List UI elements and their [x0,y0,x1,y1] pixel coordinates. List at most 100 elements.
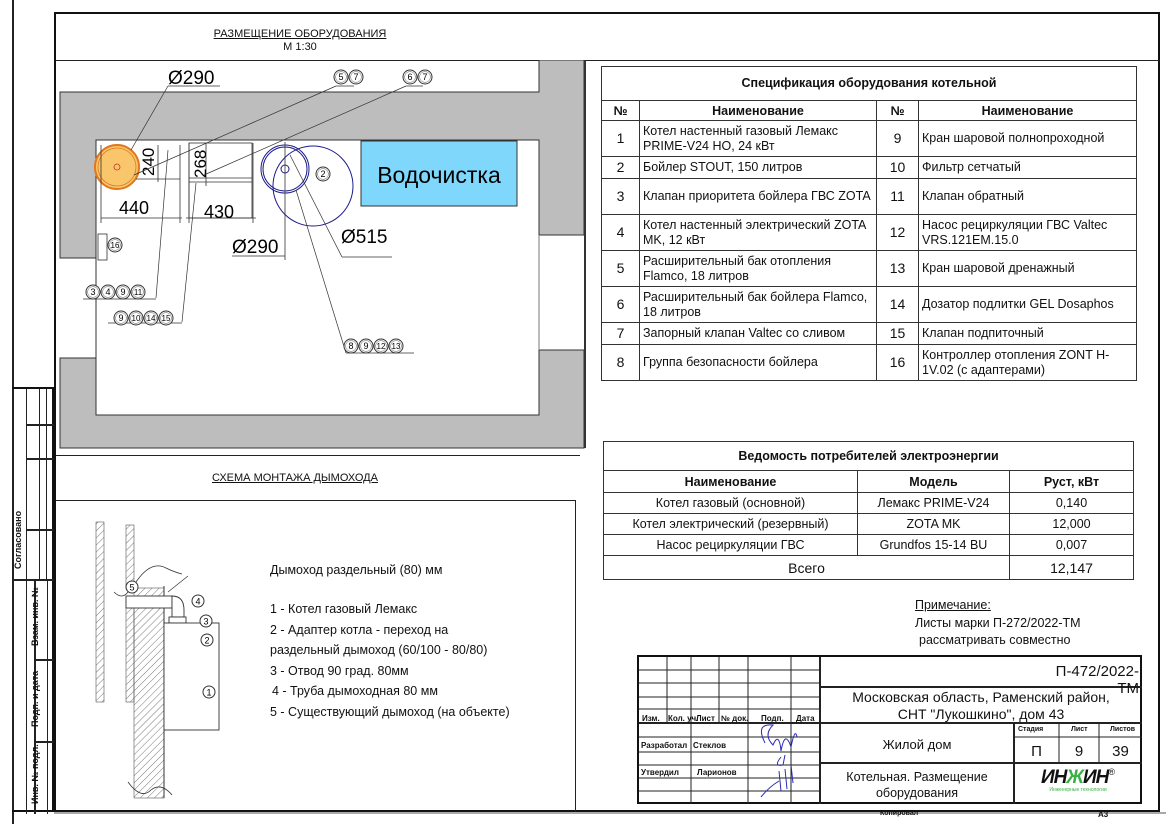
item-name: Котел настенный электрический ZOTA MK, 1… [639,214,877,251]
electric-header: Модель [857,470,1010,493]
item-name: Клапан обратный [918,178,1137,215]
callout-circle [388,338,404,354]
chimney-marker [191,594,205,608]
chimney-marker [202,685,216,699]
chimney-marker-number: 5 [129,583,134,593]
sheets-value: 39 [1112,743,1129,760]
callout-number: 13 [392,342,401,351]
consumer-model: Grundfos 15-14 BU [857,534,1010,556]
equipment-spec-table: Спецификация оборудования котельной № На… [601,66,1137,381]
callout-circle [333,69,349,85]
callout-number: 16 [111,241,120,250]
item-number: 6 [601,286,640,323]
dimension-lines [100,142,256,223]
callout-circle [143,310,159,326]
floor-plan: Водочистка 440 430 240 268 [59,60,586,449]
item-name: Контроллер отопления ZONT H-1V.02 (с ада… [918,344,1137,381]
chimney-marker-number: 2 [204,636,209,646]
side-inv-orig: Инв. № подл. [30,744,40,804]
plan-bottom-divider [56,455,580,456]
item-number: 14 [876,286,919,323]
consumer-name: Котел газовый (основной) [603,492,858,514]
callout-number: 8 [348,341,353,351]
callout-circle [358,338,374,354]
col-label: № док. [721,714,749,723]
chimney-heading: Дымоход раздельный (80) мм [270,563,443,577]
drawing-frame [54,12,1160,812]
item-number: 1 [601,120,640,157]
item-name: Кран шаровой полнопроходной [918,120,1137,157]
item-number: 2 [601,156,640,179]
item-number: 16 [876,344,919,381]
consumer-power: 0,140 [1009,492,1134,514]
item-name: Насос рециркуляции ГВС Valtec VRS.121EM.… [918,214,1137,251]
note-line-2: рассматривать совместно [919,633,1071,647]
callout-number: 9 [363,341,368,351]
callout-circle [158,310,174,326]
table-row: Насос рециркуляции ГВС Grundfos 15-14 BU… [603,534,1134,556]
title-block-grid [639,657,1142,804]
total-row: Всего 12,147 [603,555,1134,580]
callout-circle [343,338,359,354]
item-name: Клапан подпиточный [918,322,1137,345]
callout-circle [315,166,331,182]
total-value: 12,147 [1009,555,1134,580]
spec-header: Наименование [918,100,1137,121]
side-agreed: Согласовано [13,510,23,569]
developed-label: Разработал [641,741,688,750]
electric-header: Руст, кВт [1009,470,1134,493]
dim-430: 430 [204,202,234,222]
callout-number: 11 [134,288,143,297]
callout-number: 15 [162,314,171,323]
callout-number: 7 [353,72,358,82]
callout-number: 6 [407,72,412,82]
callout-circle [100,284,116,300]
stage-value: П [1031,743,1042,760]
copied-label: Копировал [880,810,919,817]
callout-number: 7 [422,72,427,82]
stage-label: Стадия [1018,726,1044,733]
callout-number: 2 [320,169,325,179]
chimney-top-line [56,500,576,501]
table-row: Котел газовый (основной) Лемакс PRIME-V2… [603,492,1134,514]
document-code: П-472/2022-ТМ [1055,663,1139,697]
item-number: 13 [876,250,919,287]
chimney-title: СХЕМА МОНТАЖА ДЫМОХОДА [212,472,378,484]
spec-caption: Спецификация оборудования котельной [601,66,1137,101]
dim-440: 440 [119,198,149,218]
chimney-marker [199,614,213,628]
approved-label: Утвердил [641,768,679,777]
item-number: 10 [876,156,919,179]
side-strip: Согласовано Взам. инв. № Подп. и дата Ин… [12,387,54,814]
callout-circle [373,338,389,354]
signature [760,724,798,798]
dim-d515: Ø515 [341,227,387,248]
item-name: Кран шаровой дренажный [918,250,1137,287]
water-treatment-label: Водочистка [377,162,501,188]
chimney-marker-number: 3 [203,617,208,627]
side-sign-date: Подп. и дата [30,670,40,727]
approved-name: Ларионов [697,768,737,777]
item-number: 3 [601,178,640,215]
company-logo: ИНЖИН® Инженерные технологии [1040,767,1116,793]
item-name: Расширительный бак отопления Flamco, 18 … [639,250,877,287]
item-name: Группа безопасности бойлера [639,344,877,381]
note-line-1: Листы марки П-272/2022-ТМ [915,616,1081,630]
plan-title: РАЗМЕЩЕНИЕ ОБОРУДОВАНИЯ [213,28,387,40]
object-name: Жилой дом [882,737,952,752]
gas-boiler-symbol [94,144,140,190]
title-block: Изм. Кол. уч. Лист № док. Подп. Дата Раз… [637,655,1142,804]
total-label: Всего [603,555,1010,580]
plan-scale: М 1:30 [283,41,317,53]
chimney-legend: 1 - Котел газовый Лемакс 2 - Адаптер кот… [270,599,510,722]
spec-header: № [601,100,640,121]
